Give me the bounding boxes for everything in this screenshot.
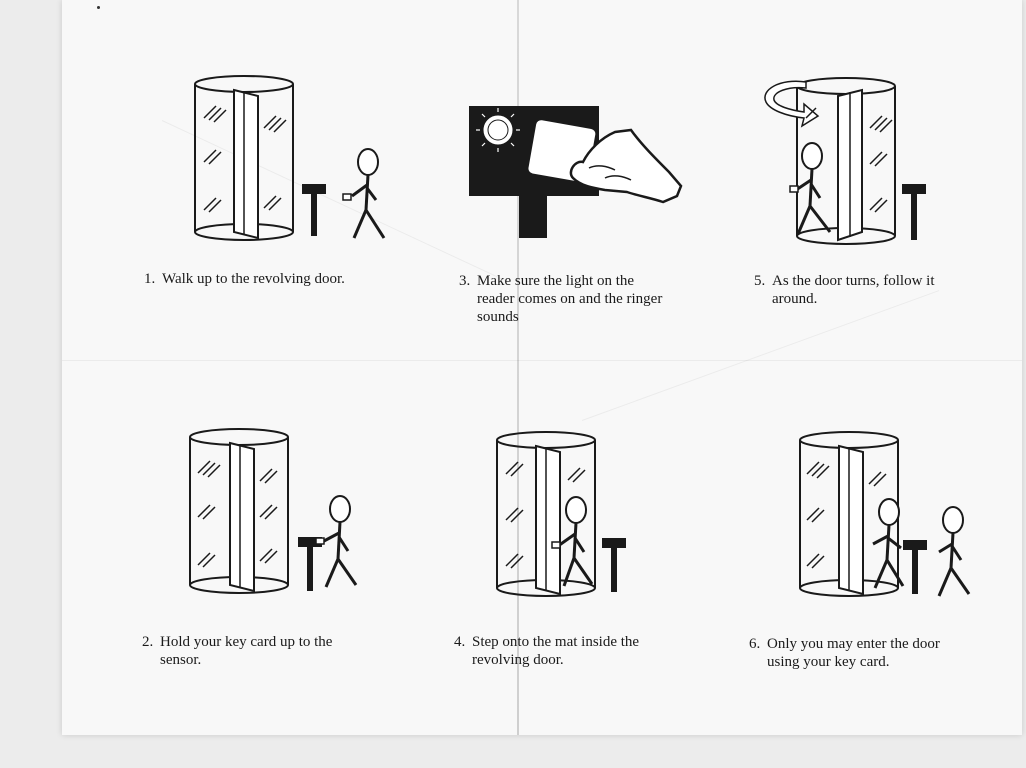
step-text: Only you may enter the door <box>767 636 940 652</box>
crease <box>62 360 1022 361</box>
step-text: sounds <box>477 309 519 325</box>
step-6-panel: 6. Only you may enter the door using your… <box>745 428 1026 768</box>
rotation-arrow-icon <box>764 80 820 128</box>
revolving-door-icon <box>496 431 626 597</box>
fold-line <box>517 0 519 735</box>
revolving-door-icon <box>799 431 971 597</box>
step-number: 2. <box>142 634 154 650</box>
hand-holding-card-icon <box>569 128 683 204</box>
step-1-panel: 1. Walk up to the revolving door. <box>140 70 440 410</box>
card-reader-icon <box>298 537 322 547</box>
step-1-caption: 1. Walk up to the revolving door. <box>144 270 424 288</box>
revolving-door-icon <box>194 75 386 241</box>
step-number: 6. <box>749 636 761 652</box>
step-text: using your key card. <box>767 654 890 670</box>
step-number: 3. <box>459 273 471 289</box>
person-walking-icon <box>795 142 832 235</box>
speck <box>97 6 100 9</box>
person-walking-icon <box>557 496 594 587</box>
step-text: around. <box>772 291 818 307</box>
revolving-door-icon <box>764 77 926 245</box>
card-reader-icon <box>903 540 927 550</box>
revolving-door-icon <box>189 428 358 594</box>
step-text: Walk up to the revolving door. <box>162 271 345 287</box>
card-reader-icon <box>469 106 683 238</box>
step-6-caption: 6. Only you may enter the door using your… <box>749 635 989 671</box>
person-walking-icon <box>351 148 386 239</box>
step-text: reader comes on and the ringer <box>477 291 663 307</box>
step-4-panel: 4. Step onto the mat inside the revolving… <box>450 428 750 768</box>
step-text: sensor. <box>160 652 202 668</box>
step-number: 4. <box>454 634 466 650</box>
card-reader-icon <box>602 538 626 548</box>
person-walking-icon <box>872 498 905 589</box>
step-4-caption: 4. Step onto the mat inside the revolving… <box>454 633 694 669</box>
step-2-panel: 2. Hold your key card up to the sensor. <box>138 425 438 765</box>
step-text: Hold your key card up to the <box>160 634 333 650</box>
step-2-caption: 2. Hold your key card up to the sensor. <box>142 633 382 669</box>
step-3-panel: 3. Make sure the light on the reader come… <box>455 100 755 440</box>
person-walking-icon <box>323 495 358 588</box>
step-3-caption: 3. Make sure the light on the reader come… <box>459 272 709 326</box>
step-5-panel: 5. As the door turns, follow it around. <box>750 72 1026 412</box>
card-reader-icon <box>302 184 326 194</box>
card-reader-icon <box>902 184 926 194</box>
step-text: Step onto the mat inside the <box>472 634 640 650</box>
step-number: 5. <box>754 273 766 289</box>
step-number: 1. <box>144 271 156 287</box>
step-5-caption: 5. As the door turns, follow it around. <box>754 272 994 308</box>
step-text: Make sure the light on the <box>477 273 635 289</box>
step-text: As the door turns, follow it <box>772 273 935 289</box>
step-text: revolving door. <box>472 652 564 668</box>
person-walking-icon <box>937 506 971 597</box>
